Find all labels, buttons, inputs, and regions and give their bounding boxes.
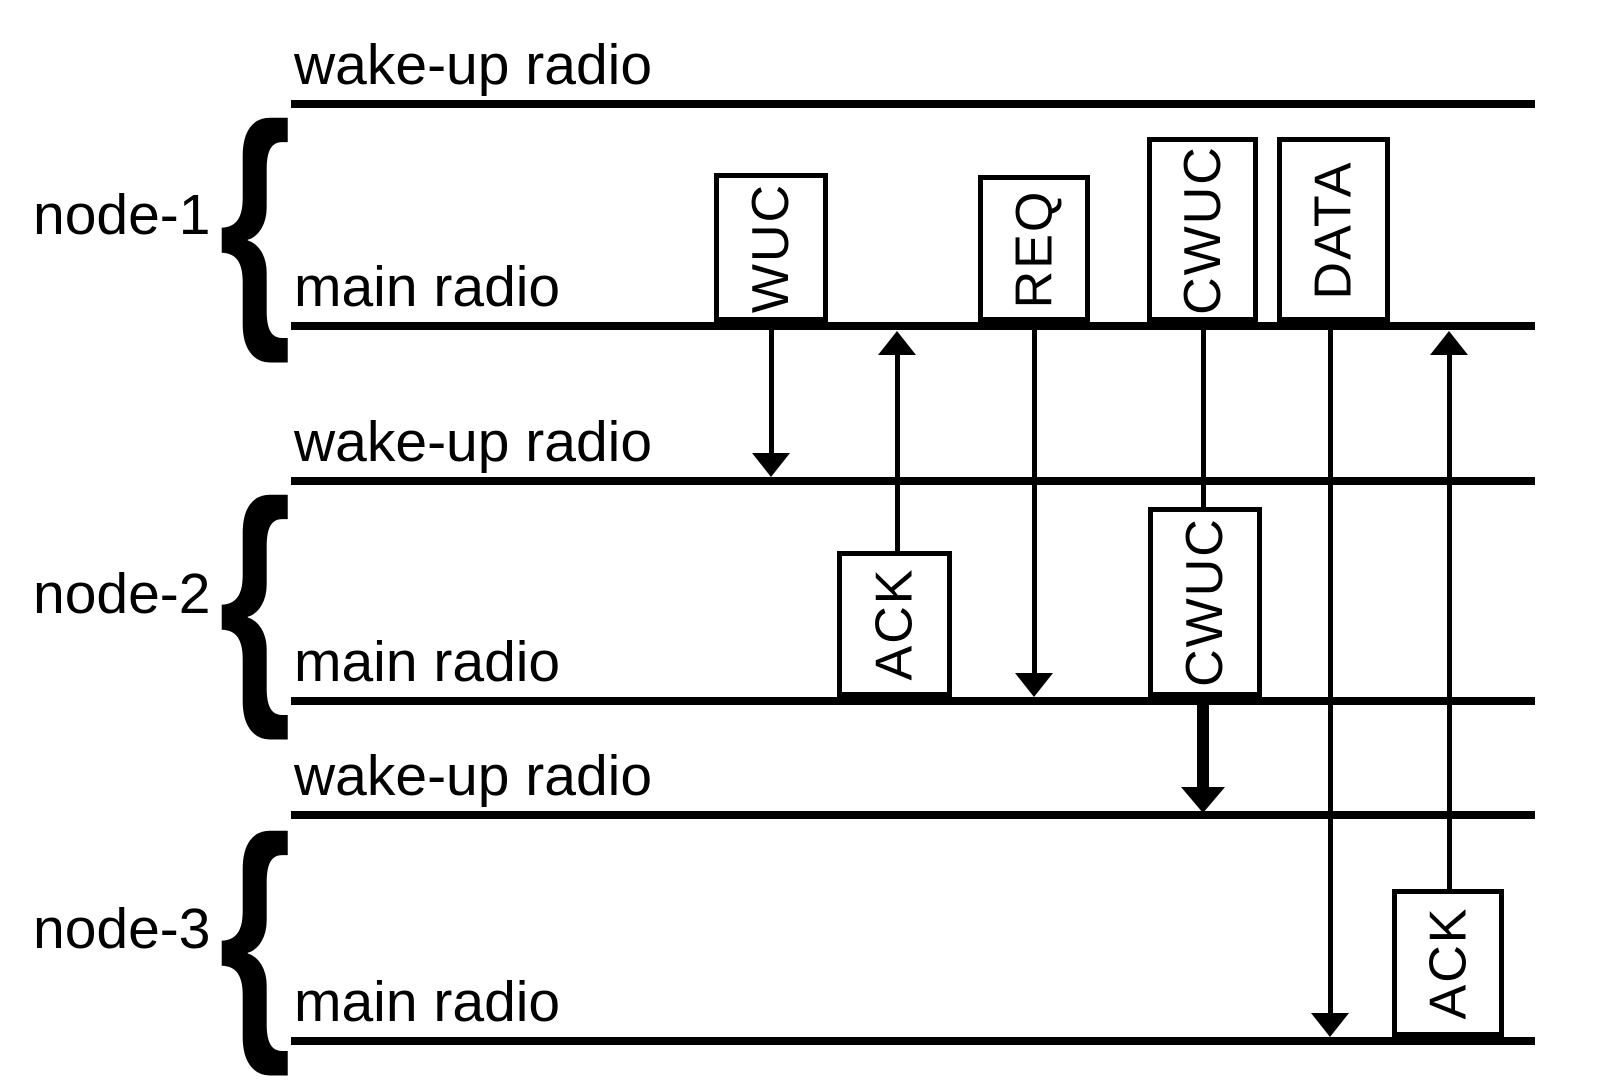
arrow-shaft [1032, 328, 1037, 675]
packet-box-ack-node3: ACK [1392, 889, 1504, 1037]
node3-wakeup-radio-label: wake-up radio [294, 744, 653, 808]
packet-label-req: REQ [1005, 189, 1063, 308]
node3-wakeup-radio-timeline [291, 811, 1535, 819]
node1-wakeup-radio-label: wake-up radio [294, 33, 653, 97]
packet-label-ack-node3: ACK [1419, 906, 1478, 1020]
packet-label-cwuc-node2: CWUC [1176, 517, 1234, 687]
arrow-shaft [1328, 328, 1333, 1013]
arrowhead-down [752, 453, 790, 477]
node1-wakeup-radio-timeline [291, 100, 1535, 108]
node3-label: node-3 [33, 897, 211, 961]
node2-wakeup-radio-timeline [291, 477, 1535, 485]
connector-shaft [1201, 328, 1206, 507]
arrowhead-down [1015, 673, 1053, 697]
node2-main-radio-timeline [291, 697, 1535, 705]
node1-main-radio-label: main radio [294, 255, 561, 319]
arrow-shaft [895, 353, 900, 551]
brace-glyph: { [218, 447, 292, 741]
node3-main-radio-label: main radio [294, 970, 561, 1034]
node1-label: node-1 [33, 183, 211, 247]
packet-label-cwuc-node1: CWUC [1173, 144, 1232, 315]
brace-glyph: { [218, 782, 292, 1077]
node2-wakeup-radio-label: wake-up radio [294, 410, 653, 474]
node1-brace: { [219, 85, 292, 348]
node1-main-radio-timeline [291, 322, 1535, 330]
arrowhead-up [1430, 331, 1468, 355]
packet-box-ack-node2: ACK [837, 551, 952, 697]
node2-label: node-2 [33, 562, 211, 626]
packet-box-wuc: WUC [714, 173, 828, 322]
packet-label-data: DATA [1304, 160, 1363, 299]
arrowhead-down [1311, 1013, 1349, 1037]
node3-brace: { [219, 798, 292, 1061]
packet-box-req: REQ [978, 175, 1090, 322]
packet-box-cwuc-node1: CWUC [1147, 137, 1258, 322]
node2-brace: { [219, 463, 292, 726]
brace-glyph: { [218, 69, 292, 364]
packet-label-wuc: WUC [742, 182, 800, 313]
packet-box-cwuc-node2: CWUC [1148, 507, 1262, 697]
arrowhead-down [1181, 787, 1225, 813]
node3-main-radio-timeline [291, 1037, 1535, 1045]
arrow-shaft [1447, 353, 1452, 889]
arrow-shaft [769, 328, 774, 455]
packet-label-ack-node2: ACK [865, 567, 924, 681]
arrow-shaft-thick [1197, 703, 1209, 789]
arrowhead-up [878, 331, 916, 355]
node2-main-radio-label: main radio [294, 630, 561, 694]
packet-box-data: DATA [1277, 137, 1390, 322]
